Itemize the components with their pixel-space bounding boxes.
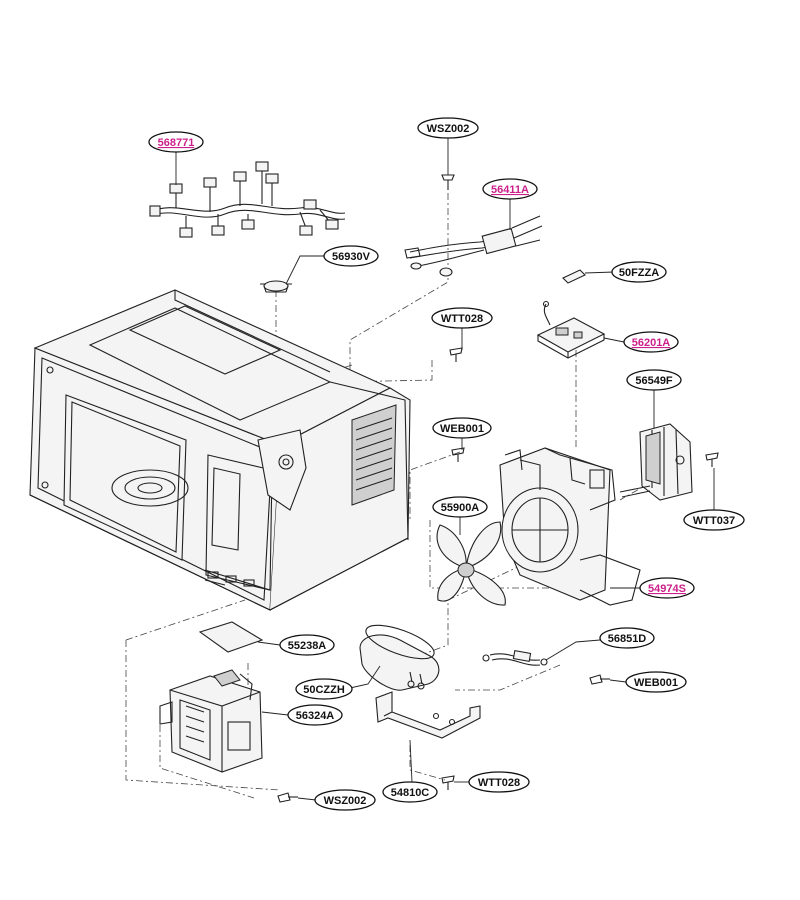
part-number-web001-mid: WEB001: [440, 423, 484, 435]
wire-harness-part: [149, 161, 346, 238]
part-number-50czzh: 50CZZH: [303, 684, 345, 696]
leader-lines: [175, 138, 715, 801]
part-label-web001-low: WEB001: [625, 671, 687, 693]
insulation-sheet-part: [198, 621, 264, 653]
part-label-56201a: 56201A: [623, 331, 679, 353]
fan-blade-part: [436, 521, 506, 606]
part-label-wsz002-top: WSZ002: [417, 117, 479, 139]
part-number-54974s: 54974S: [648, 583, 686, 595]
part-label-56930v: 56930V: [323, 245, 379, 267]
thermal-sensor-part: [404, 215, 543, 277]
screw-wsz002-top: [441, 174, 455, 190]
part-number-56411a: 56411A: [491, 184, 529, 196]
fuse-part: [562, 269, 586, 284]
part-number-568771: 568771: [158, 137, 195, 149]
part-label-wsz002-low: WSZ002: [314, 789, 376, 811]
part-number-wtt037: WTT037: [693, 515, 735, 527]
part-label-568771: 568771: [148, 131, 204, 153]
part-label-55238a: 55238A: [279, 634, 335, 656]
part-label-55900a: 55900A: [432, 496, 488, 518]
part-label-wtt028-top: WTT028: [431, 307, 493, 329]
part-number-56549f: 56549F: [635, 375, 673, 387]
part-number-web001-low: WEB001: [634, 677, 678, 689]
part-number-56930v: 56930V: [332, 251, 371, 263]
thermostat-part: [260, 280, 292, 293]
part-label-wtt037: WTT037: [683, 509, 745, 531]
part-label-50fzza: 50FZZA: [611, 261, 667, 283]
part-number-55900a: 55900A: [441, 502, 480, 514]
part-number-wtt028-low: WTT028: [478, 777, 520, 789]
circuit-board-part: [536, 300, 606, 359]
part-number-55238a: 55238A: [288, 640, 327, 652]
part-label-56549f: 56549F: [626, 369, 682, 391]
part-number-50fzza: 50FZZA: [619, 267, 659, 279]
screw-wtt037: [705, 452, 719, 467]
air-guide-part: [499, 447, 641, 606]
screw-wsz002-low: [277, 792, 298, 803]
capacitor-bracket-part: [375, 691, 481, 739]
screw-wtt028-low: [441, 775, 455, 790]
oven-cavity-part: [29, 289, 411, 611]
part-label-54810c: 54810C: [382, 781, 438, 803]
capacitor-part: [359, 624, 440, 691]
part-number-54810c: 54810C: [391, 787, 430, 799]
part-number-wsz002-low: WSZ002: [324, 795, 367, 807]
part-label-56411a: 56411A: [482, 178, 538, 200]
part-label-web001-mid: WEB001: [432, 417, 492, 439]
screw-wtt028-top: [449, 347, 463, 362]
magnetron-part: [159, 669, 263, 773]
part-number-wsz002-top: WSZ002: [427, 123, 470, 135]
part-number-56201a: 56201A: [632, 337, 671, 349]
part-number-56324a: 56324A: [296, 710, 335, 722]
part-label-54974s: 54974S: [639, 577, 695, 599]
screw-web001-mid: [451, 447, 465, 462]
part-label-56851d: 56851D: [599, 627, 655, 649]
part-label-wtt028-low: WTT028: [468, 771, 530, 793]
fan-motor-part: [619, 423, 693, 501]
part-number-wtt028-top: WTT028: [441, 313, 483, 325]
part-number-56851d: 56851D: [608, 633, 647, 645]
part-label-50czzh: 50CZZH: [295, 678, 353, 700]
screw-web001-low: [589, 674, 610, 685]
sensor-cable-part: [482, 650, 548, 666]
part-label-56324a: 56324A: [287, 704, 343, 726]
